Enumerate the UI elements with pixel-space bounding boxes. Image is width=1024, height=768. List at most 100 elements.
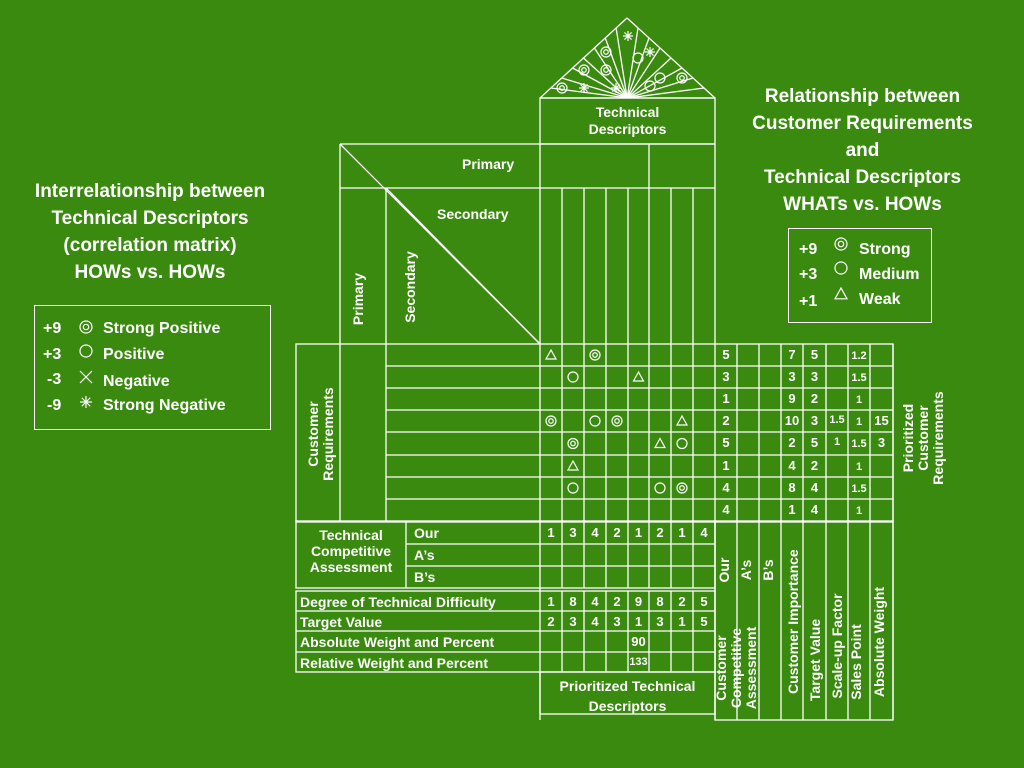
matrix-circle-icon [589, 415, 601, 427]
absolute-weight-value: 3 [877, 435, 886, 450]
scale-up-value: 1 [833, 436, 841, 448]
target-value: 1 [678, 614, 686, 629]
roof-lattice [583, 57, 628, 99]
roof-lattice [561, 77, 628, 99]
customer-our-value: 3 [722, 369, 730, 384]
customer-our-value: 4 [722, 480, 730, 495]
technical-our-value: 1 [678, 525, 686, 540]
right-assessment-frame [714, 520, 894, 721]
customer-importance-value: 10 [784, 413, 800, 428]
correlation-legend: +9 Strong Positive +3 Positive -3 Negati… [34, 305, 271, 430]
matrix-circle-icon [654, 482, 666, 494]
roof-asterisk-icon [579, 83, 589, 93]
difficulty-value: 1 [547, 594, 555, 609]
matrix-double-circle-icon [567, 437, 579, 450]
matrix-double-circle-icon [611, 415, 623, 427]
roof-lattice [615, 27, 628, 99]
technical-our-value: 1 [547, 525, 555, 540]
roof-double-circle-icon [676, 72, 688, 84]
relative-weight-row-label: Relative Weight and Percent [300, 655, 489, 671]
matrix-triangle-icon [544, 348, 558, 360]
legend-circle-icon [834, 261, 848, 275]
secondary-diagonal [385, 187, 541, 345]
relationship-legend: +9 Strong +3 Medium +1 Weak [788, 228, 932, 323]
difficulty-row-label: Degree of Technical Difficulty [300, 594, 496, 610]
col-target-value: Target Value [807, 618, 823, 702]
technical-our-value: 4 [700, 525, 708, 540]
assessment-row-our: Our [414, 525, 439, 541]
col-scale-up-factor: Scale-up Factor [829, 593, 845, 699]
customer-importance-value: 9 [788, 391, 796, 406]
legend-triangle-icon [833, 286, 849, 300]
matrix-triangle-icon [632, 370, 645, 382]
customer-target-value: 2 [810, 391, 819, 406]
customer-target-value: 2 [810, 458, 819, 473]
customer-our-value: 2 [722, 413, 730, 428]
matrix-triangle-icon [675, 414, 689, 426]
legend-x-icon [79, 370, 93, 384]
customer-our-value: 1 [722, 391, 730, 406]
roof-double-circle-icon [600, 64, 612, 76]
roof-double-circle-icon [556, 82, 568, 94]
col-customer-importance: Customer Importance [785, 549, 801, 694]
roof-double-circle-icon [600, 46, 612, 58]
sales-point-value: 1 [855, 416, 863, 428]
technical-our-value: 2 [656, 525, 664, 540]
roof-lattice [593, 47, 628, 99]
target-value: 3 [656, 614, 664, 629]
roof-lattice [626, 37, 650, 99]
technical-our-value: 1 [634, 525, 643, 540]
customer-our-value: 1 [722, 458, 730, 473]
roof-asterisk-icon [623, 31, 633, 41]
matrix-circle-icon [676, 437, 688, 450]
technical-our-value: 3 [569, 525, 577, 540]
customer-target-value: 5 [810, 347, 819, 362]
difficulty-value: 8 [656, 594, 664, 609]
matrix-circle-icon [567, 371, 579, 383]
target-value-row-label: Target Value [300, 614, 383, 630]
assessment-row-a: A’s [414, 547, 435, 563]
customer-importance-value: 7 [788, 347, 796, 362]
customer-target-value: 3 [810, 413, 819, 428]
sales-point-value: 1.5 [851, 438, 867, 450]
target-value: 5 [700, 614, 708, 629]
roof-circle-icon [654, 72, 666, 84]
relative-weight-total: 133 [629, 656, 648, 668]
sales-point-value: 1.5 [851, 483, 867, 495]
roof-double-circle-icon [578, 64, 590, 76]
difficulty-value: 9 [634, 594, 643, 609]
roof-lattice [627, 87, 705, 99]
col-b: B’s [760, 559, 776, 581]
customer-target-value: 5 [810, 435, 819, 450]
roof-lattice [627, 57, 672, 99]
technical-our-value: 4 [591, 525, 599, 540]
legend-double-circle-icon [834, 237, 848, 251]
customer-our-value: 5 [722, 347, 730, 362]
target-value: 4 [591, 614, 599, 629]
matrix-triangle-icon [653, 437, 667, 449]
difficulty-value: 5 [700, 594, 708, 609]
target-value: 3 [613, 614, 621, 629]
absolute-weight-value: 15 [874, 413, 889, 428]
secondary-vertical-label: Secondary [402, 251, 418, 323]
difficulty-value: 2 [678, 594, 686, 609]
matrix-triangle-icon [566, 459, 580, 471]
matrix-double-circle-icon [589, 349, 601, 361]
roof-lattice [626, 27, 639, 99]
scale-up-value: 1.5 [829, 414, 845, 426]
secondary-label: Secondary [437, 206, 509, 222]
legend-double-circle-icon [79, 320, 93, 334]
primary-vertical-label: Primary [350, 272, 366, 326]
difficulty-value: 8 [569, 594, 577, 609]
legend-circle-icon [79, 344, 93, 358]
target-value: 2 [547, 614, 555, 629]
customer-importance-value: 2 [788, 435, 796, 450]
target-value: 3 [569, 614, 577, 629]
customer-importance-value: 8 [788, 480, 796, 495]
customer-our-value: 4 [722, 502, 730, 517]
sales-point-value: 1 [855, 505, 863, 517]
